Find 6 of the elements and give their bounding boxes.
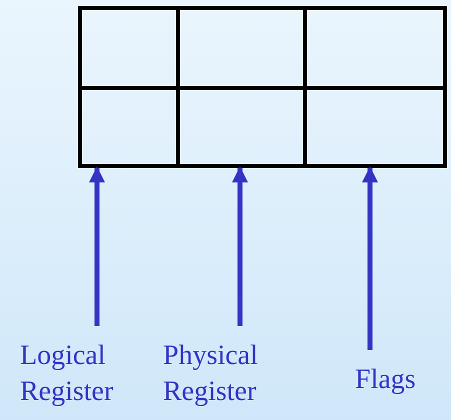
arrow — [362, 166, 378, 350]
arrow — [232, 166, 248, 326]
register-label: Logical Register — [20, 338, 145, 410]
register-label: Physical Register — [163, 338, 298, 410]
register-label: Flags — [355, 362, 445, 398]
arrow — [89, 166, 105, 326]
